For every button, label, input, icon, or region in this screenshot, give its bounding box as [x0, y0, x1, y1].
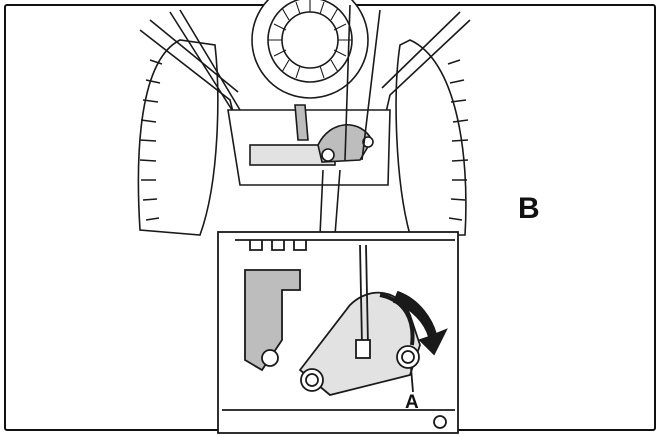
detail-inset	[217, 231, 459, 434]
figure-label: B	[518, 192, 540, 225]
rotation-arrow	[392, 290, 448, 356]
bolt-a	[396, 345, 420, 369]
machine-overview	[137, 0, 471, 236]
right-tire	[395, 39, 467, 236]
bracket	[244, 269, 301, 372]
callout-label-a: A	[405, 392, 419, 413]
bolt-left	[300, 368, 324, 392]
